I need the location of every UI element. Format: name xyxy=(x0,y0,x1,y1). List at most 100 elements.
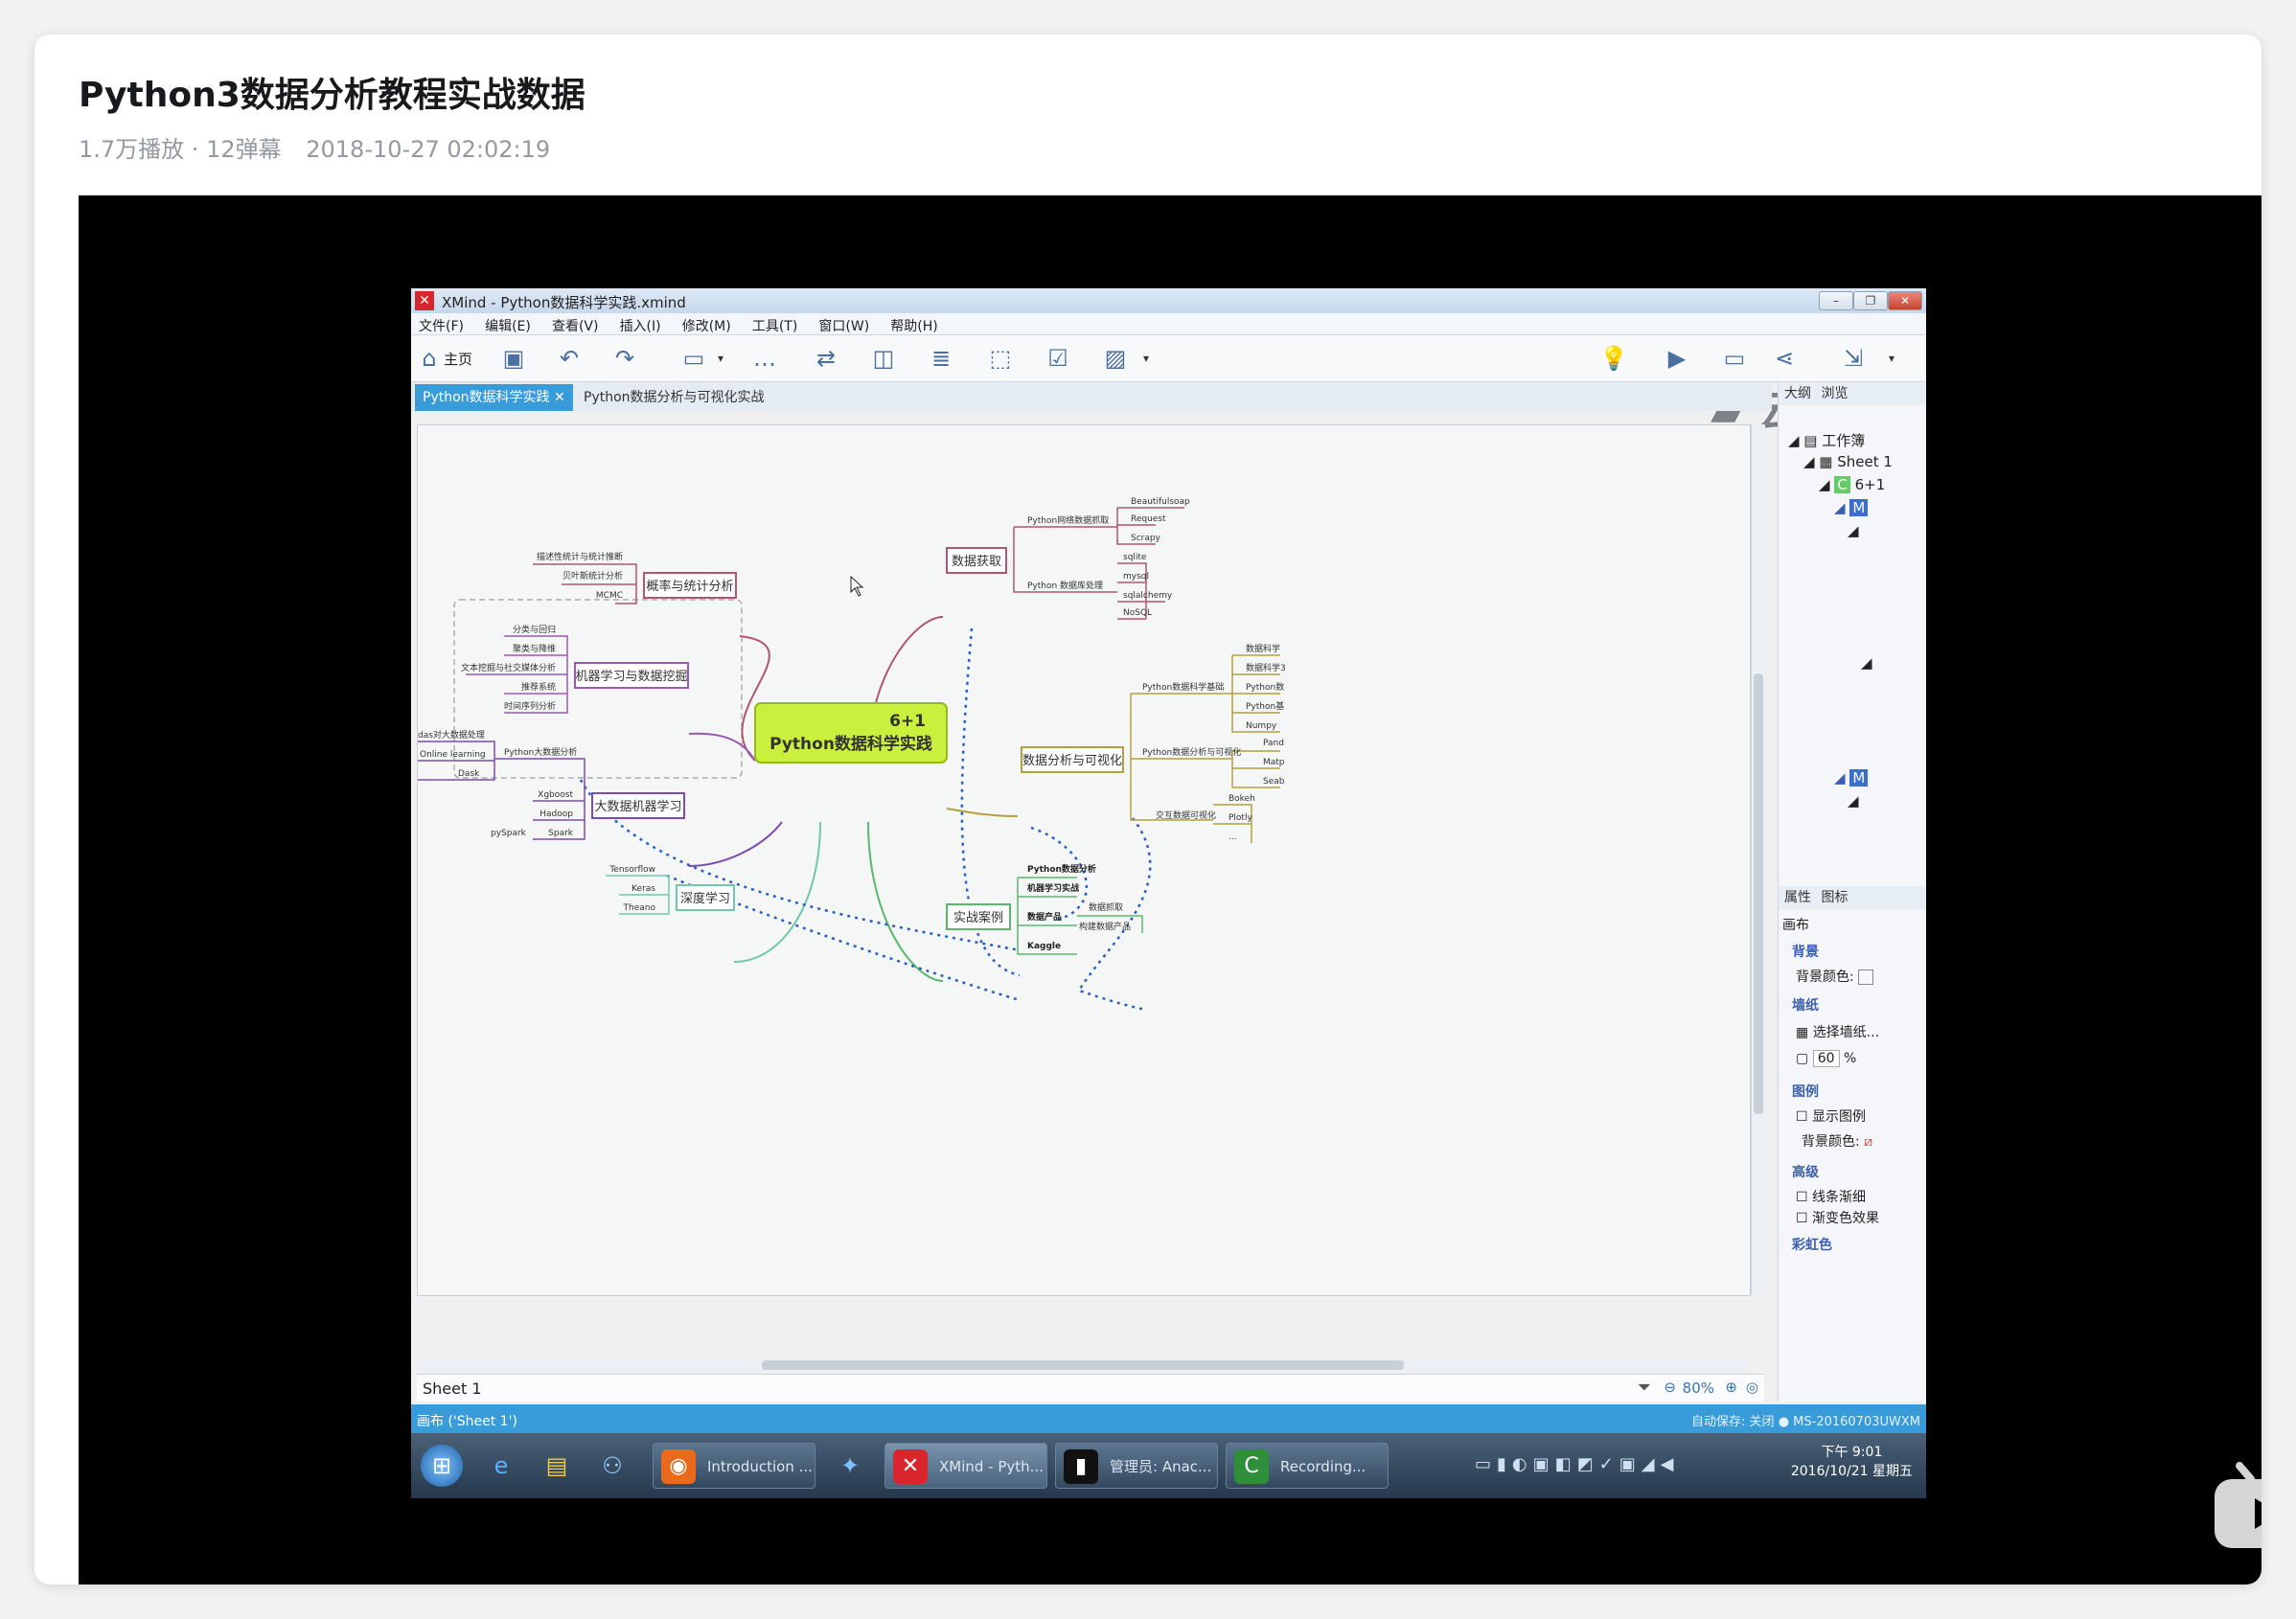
presentation-icon[interactable]: ▶ xyxy=(1667,345,1687,372)
fit-icon[interactable]: ◎ xyxy=(1745,1379,1758,1396)
prop-bg-color[interactable]: 背景颜色: xyxy=(1796,967,1874,986)
edge-viz xyxy=(946,808,1019,817)
sheet-tab[interactable]: Sheet 1 xyxy=(423,1380,482,1398)
acq-db-1: sqlite xyxy=(1123,553,1147,562)
filter-icon[interactable]: ⏷ xyxy=(1637,1378,1651,1398)
redo-icon[interactable]: ↷ xyxy=(614,345,635,372)
menu-help[interactable]: 帮助(H) xyxy=(890,319,938,334)
folder-icon[interactable]: ▤ xyxy=(545,1452,568,1479)
video-player[interactable]: ✕ XMind - Python数据科学实践.xmind – ❐ ✕ 文件(F)… xyxy=(79,195,2262,1585)
status-left: 画布 ('Sheet 1') xyxy=(417,1414,517,1429)
viz-base-4: Python基 xyxy=(1246,700,1284,712)
ie-icon[interactable]: e xyxy=(494,1452,509,1479)
close-button[interactable]: ✕ xyxy=(1888,291,1922,310)
gradient-checkbox[interactable]: ☐ 渐变色效果 xyxy=(1796,1211,1880,1226)
acq-db-3: sqlalchemy xyxy=(1123,591,1173,601)
menu-file[interactable]: 文件(F) xyxy=(419,319,464,334)
video-title[interactable]: Python3数据分析教程实战数据 xyxy=(79,76,585,115)
task-icon[interactable]: ☑ xyxy=(1047,345,1068,372)
system-clock[interactable]: 下午 9:01 2016/10/21 星期五 xyxy=(1790,1445,1913,1479)
choose-wallpaper-button[interactable]: ▦ 选择墙纸... xyxy=(1796,1025,1880,1040)
outline-workbook[interactable]: ◢ ▤ 工作簿 xyxy=(1788,432,1866,449)
topic-dropdown-icon[interactable]: ▾ xyxy=(717,352,724,365)
tab-outline[interactable]: 大纲 xyxy=(1784,386,1811,401)
topic-viz-label: 数据分析与可视化 xyxy=(1022,754,1122,768)
menu-view[interactable]: 查看(V) xyxy=(551,319,599,334)
mindmap-canvas[interactable]: 6+1 Python数据科学实践 概率与统计分析 描述性统计与统计推断 贝叶斯统… xyxy=(417,424,1751,1296)
minimize-button[interactable]: – xyxy=(1819,291,1853,310)
tab-browse[interactable]: 浏览 xyxy=(1821,386,1848,401)
outline-node-collapsed-icon-3[interactable]: ◢ xyxy=(1848,792,1859,810)
maximize-button[interactable]: ❐ xyxy=(1853,291,1888,310)
properties-panel-header: 属性 图标 xyxy=(1779,886,1926,909)
outline-sheet[interactable]: ◢ ▦ Sheet 1 xyxy=(1803,453,1893,470)
zoom-in-icon[interactable]: ⊕ xyxy=(1725,1379,1737,1396)
task-firefox[interactable]: ◉Introduction ... xyxy=(653,1443,815,1489)
share-icon[interactable]: ⋖ xyxy=(1774,345,1795,372)
home-icon[interactable]: ⌂ xyxy=(422,345,437,372)
ml-lines xyxy=(466,635,568,714)
right-panel: 大纲 浏览 ◢ ▤ 工作簿 ◢ ▦ Sheet 1 ◢ C 6+1 ◢ M ◢ … xyxy=(1778,382,1926,1402)
bilibili-tv-icon[interactable] xyxy=(2211,1462,2262,1552)
outline-node-collapsed-icon[interactable]: ◢ xyxy=(1848,522,1859,539)
tab-close-icon[interactable]: ✕ xyxy=(553,390,565,405)
canvas-vertical-scrollbar[interactable] xyxy=(1751,424,1765,1294)
menu-tools[interactable]: 工具(T) xyxy=(751,319,798,334)
prop-wallpaper: 墙纸 xyxy=(1792,998,1819,1014)
canvas-horizontal-scrollbar[interactable] xyxy=(417,1358,1749,1372)
summary-icon[interactable]: ≣ xyxy=(930,345,952,372)
stats-lines xyxy=(533,563,637,604)
zoom-out-icon[interactable]: ⊖ xyxy=(1664,1379,1676,1396)
outline-root[interactable]: ◢ C 6+1 xyxy=(1819,476,1886,493)
menu-modify[interactable]: 修改(M) xyxy=(681,319,731,334)
topic-icon[interactable]: ▭ xyxy=(682,345,705,372)
tab-properties[interactable]: 属性 xyxy=(1784,890,1811,905)
callout-icon[interactable]: … xyxy=(753,345,776,372)
outline-node-collapsed-icon-2[interactable]: ◢ xyxy=(1861,654,1872,672)
task-xmind[interactable]: ✕XMind - Pyth... xyxy=(884,1443,1047,1489)
outline-node-marker-icon[interactable]: ◢ M xyxy=(1834,499,1869,516)
menu-insert[interactable]: 插入(I) xyxy=(619,319,661,334)
home-label[interactable]: 主页 xyxy=(444,351,473,368)
tab-icons[interactable]: 图标 xyxy=(1821,890,1848,905)
image-icon[interactable]: ▨ xyxy=(1104,345,1127,372)
bigdata-item-3: Hadoop xyxy=(540,810,573,819)
outline-node-marker-icon-2[interactable]: ◢ M xyxy=(1834,769,1869,787)
viz-base-1: 数据科学 xyxy=(1246,643,1280,654)
idea-icon[interactable]: 💡 xyxy=(1599,345,1628,372)
wallpaper-opacity[interactable]: ▢ 60 % xyxy=(1796,1050,1857,1067)
tab-data-analysis[interactable]: Python数据分析与可视化实战 xyxy=(584,390,765,405)
viz-inter-2: Plotly xyxy=(1228,813,1252,823)
display-icon[interactable]: ▭ xyxy=(1723,345,1746,372)
tab-data-science[interactable]: Python数据科学实践 ✕ xyxy=(415,384,573,411)
show-legend-checkbox[interactable]: ☐ 显示图例 xyxy=(1796,1109,1867,1125)
tray-icons[interactable]: ▭▮◐▣◧◩✓▣◢◀ xyxy=(1475,1454,1680,1474)
export-dropdown-icon[interactable]: ▾ xyxy=(1888,352,1895,365)
export-icon[interactable]: ⇲ xyxy=(1843,345,1864,372)
pin-app-icon[interactable]: ✦ xyxy=(839,1452,861,1479)
central-topic-line2: Python数据科学实践 xyxy=(769,734,932,754)
status-right: 自动保存: 关闭 ● MS-20160703UWXM xyxy=(1691,1415,1920,1429)
undo-icon[interactable]: ↶ xyxy=(559,345,580,372)
label-icon[interactable]: ⬚ xyxy=(989,345,1012,372)
relationship-icon[interactable]: ⇄ xyxy=(815,345,837,372)
menu-window[interactable]: 窗口(W) xyxy=(818,319,870,334)
legend-bg-color[interactable]: 背景颜色: ⧄ xyxy=(1802,1134,1873,1150)
task-anaconda[interactable]: ▮管理员: Anac... xyxy=(1055,1443,1218,1489)
prop-legend: 图例 xyxy=(1792,1084,1819,1100)
topic-viz xyxy=(1021,746,1124,773)
bigdata-item-2: Xgboost xyxy=(538,790,573,800)
save-icon[interactable]: ▣ xyxy=(502,345,525,372)
boundary-icon[interactable]: ◫ xyxy=(872,345,895,372)
viz-item-3: 交互数据可视化 xyxy=(1156,810,1216,821)
menu-edit[interactable]: 编辑(E) xyxy=(485,319,531,334)
app-icon[interactable]: ⚇ xyxy=(602,1452,623,1479)
image-dropdown-icon[interactable]: ▾ xyxy=(1142,352,1150,365)
taper-checkbox[interactable]: ☐ 线条渐细 xyxy=(1796,1190,1867,1205)
central-topic[interactable] xyxy=(754,702,948,764)
topic-cases-label: 实战案例 xyxy=(953,911,1003,925)
xmind-logo-icon: ✕ xyxy=(415,291,434,310)
start-button-icon[interactable]: ⊞ xyxy=(421,1445,463,1487)
menu-bar: 文件(F) 编辑(E) 查看(V) 插入(I) 修改(M) 工具(T) 窗口(W… xyxy=(411,313,1926,335)
